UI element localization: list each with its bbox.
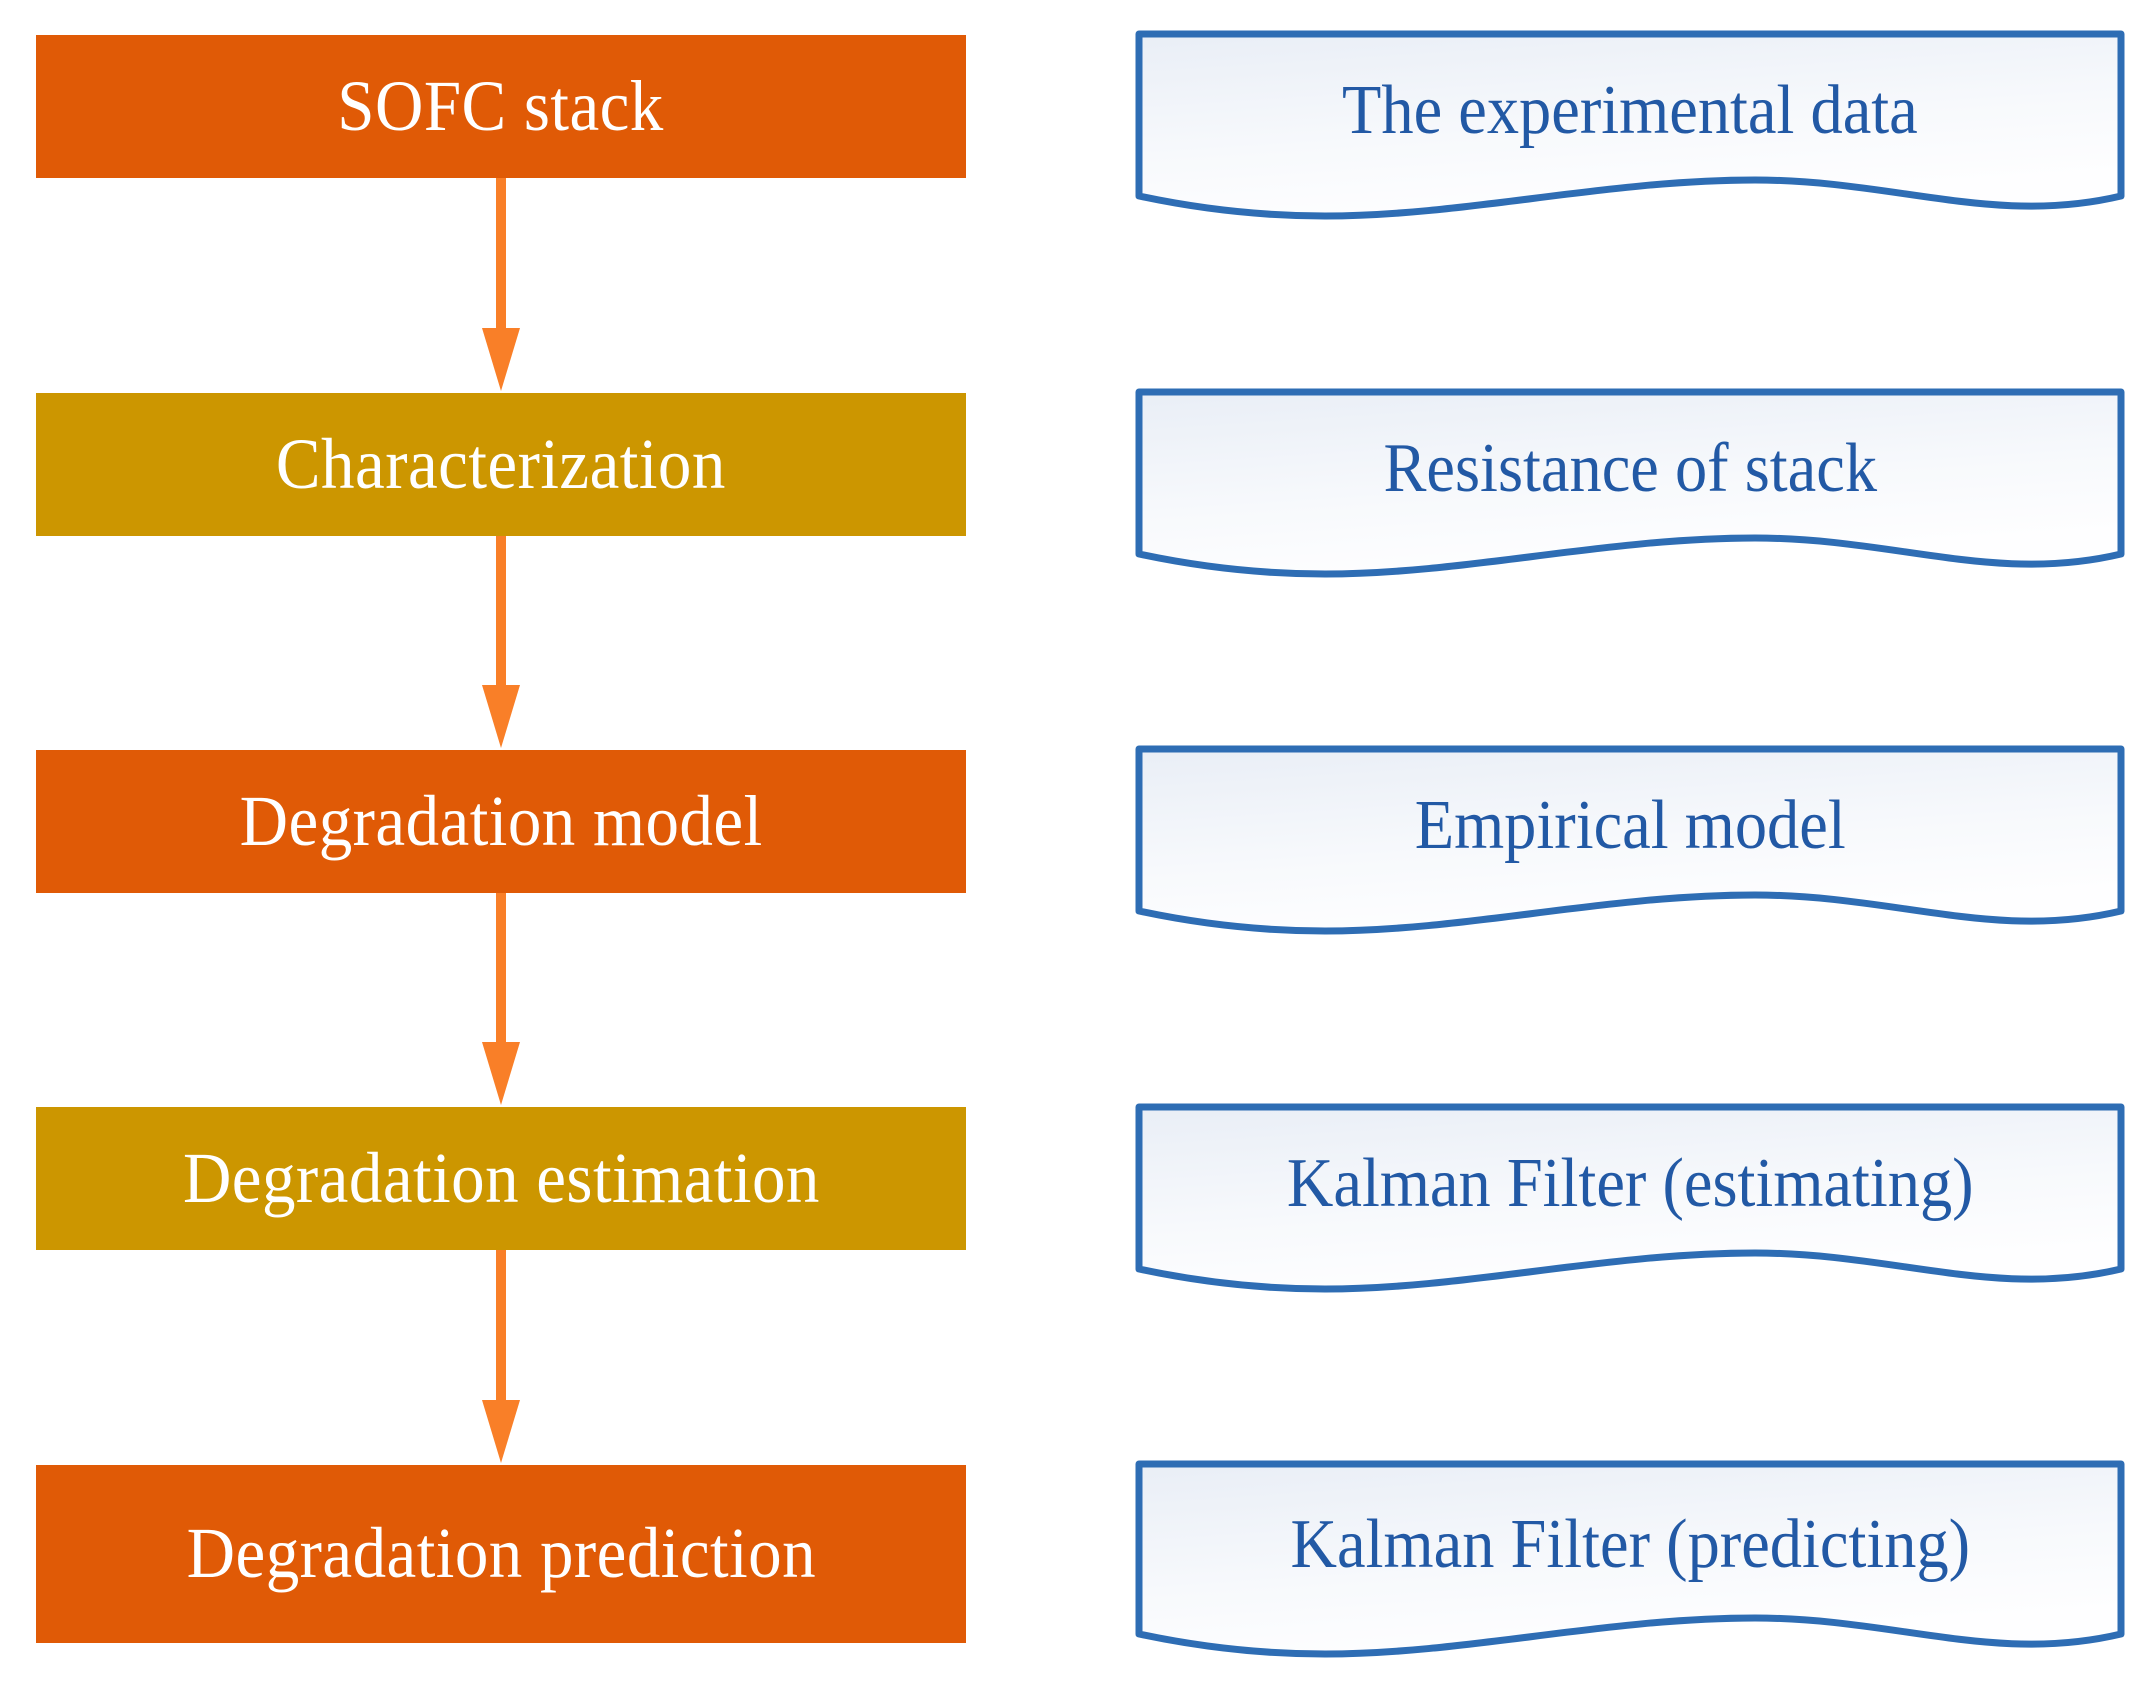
note-shape-resistance-of-stack[interactable]: Resistance of stack [1135,388,2125,593]
process-box-label: Degradation estimation [182,1137,820,1218]
wave-document-icon [1135,1103,2125,1293]
note-shape-kalman-filter-estimating[interactable]: Kalman Filter (estimating) [1135,1103,2125,1308]
arrow-down-icon [482,536,520,748]
process-box-degradation-prediction[interactable]: Degradation prediction [36,1465,966,1643]
process-box-degradation-model[interactable]: Degradation model [36,750,966,893]
process-box-degradation-estimation[interactable]: Degradation estimation [36,1107,966,1250]
flow-arrow-4 [470,1250,532,1465]
flow-arrow-2 [470,536,532,750]
process-box-label: SOFC stack [337,65,665,146]
arrow-down-icon [482,1250,520,1463]
wave-document-icon [1135,745,2125,935]
arrow-down-icon [482,893,520,1105]
process-box-label: Degradation prediction [186,1513,816,1594]
process-box-label: Characterization [276,423,726,504]
wave-document-icon [1135,30,2125,220]
flow-arrow-3 [470,893,532,1107]
note-shape-empirical-model[interactable]: Empirical model [1135,745,2125,950]
process-box-label: Degradation model [239,780,763,861]
note-shape-kalman-filter-predicting[interactable]: Kalman Filter (predicting) [1135,1460,2125,1675]
note-shape-experimental-data[interactable]: The experimental data [1135,30,2125,235]
process-box-sofc-stack[interactable]: SOFC stack [36,35,966,178]
wave-document-icon [1135,388,2125,578]
arrow-down-icon [482,178,520,391]
wave-document-icon [1135,1460,2125,1658]
process-box-characterization[interactable]: Characterization [36,393,966,536]
flow-arrow-1 [470,178,532,393]
